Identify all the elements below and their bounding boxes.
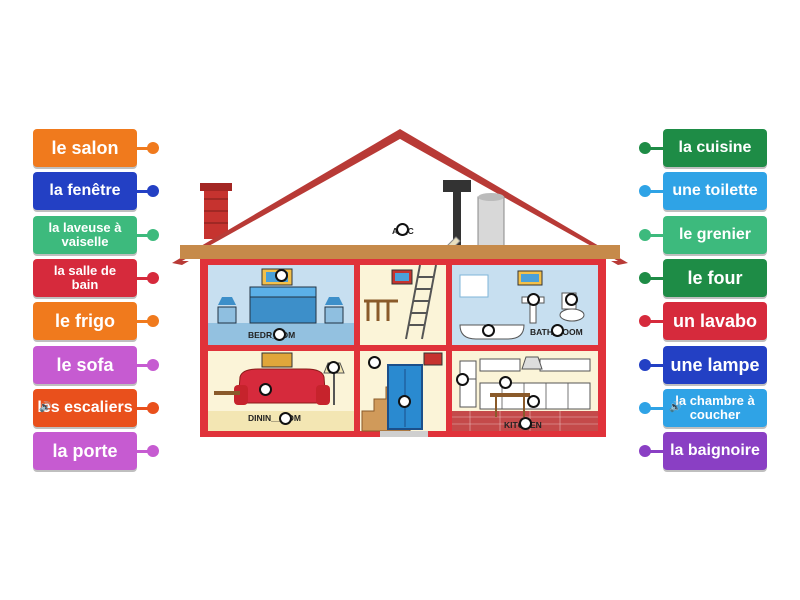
connector-knob[interactable] [639, 359, 651, 371]
label-text: la porte [52, 440, 118, 461]
dining-label: DININ__OOM [248, 413, 301, 423]
connector-line [137, 407, 151, 410]
label-text: la laveuse à vaiselle [48, 220, 122, 249]
connector-line [137, 147, 151, 150]
left-label-tile[interactable]: la fenêtre [33, 172, 137, 210]
left-label-tile[interactable]: le salon [33, 129, 137, 167]
connector-knob[interactable] [147, 359, 159, 371]
drop-target-attic[interactable] [396, 223, 409, 236]
drop-target-bathroom-sink[interactable] [527, 293, 540, 306]
drop-target-bathtub[interactable] [482, 324, 495, 337]
bedroom-label: BEDR__OM [248, 330, 295, 340]
label-text: la chambre à coucher [675, 393, 755, 422]
connector-line [649, 277, 663, 280]
connector-line [649, 450, 663, 453]
label-text: une lampe [670, 354, 760, 375]
left-label-tile[interactable]: la salle de bain [33, 259, 137, 297]
connector-line [137, 190, 151, 193]
drop-target-dining-room[interactable] [279, 412, 292, 425]
connector-knob[interactable] [147, 445, 159, 457]
connector-knob[interactable] [639, 185, 651, 197]
connector-line [137, 364, 151, 367]
drop-target-bedroom-window[interactable] [275, 269, 288, 282]
right-label-tile[interactable]: un lavabo [663, 302, 767, 340]
label-text: les escaliers [37, 398, 133, 416]
label-text: la cuisine [678, 138, 752, 156]
drop-target-bedroom[interactable] [273, 328, 286, 341]
label-text: la fenêtre [49, 181, 121, 199]
connector-knob[interactable] [147, 185, 159, 197]
connector-knob[interactable] [147, 272, 159, 284]
chimney [204, 187, 228, 239]
drop-target-kitchen[interactable] [519, 417, 532, 430]
label-text: le four [687, 267, 743, 288]
right-label-tile[interactable]: la baignoire [663, 432, 767, 470]
connector-line [137, 234, 151, 237]
label-text: le frigo [54, 310, 115, 331]
label-text: un lavabo [672, 310, 757, 331]
connector-line [649, 234, 663, 237]
connector-line [649, 407, 663, 410]
right-label-tile[interactable]: une lampe [663, 346, 767, 384]
attic-floor [180, 245, 620, 259]
drop-target-kitchen-fridge[interactable] [456, 373, 469, 386]
right-label-tile[interactable]: le four [663, 259, 767, 297]
connector-knob[interactable] [147, 402, 159, 414]
drop-target-door[interactable] [398, 395, 411, 408]
left-label-tile[interactable]: le sofa [33, 346, 137, 384]
left-label-tile[interactable]: 🔊les escaliers [33, 389, 137, 427]
speaker-icon[interactable]: 🔊 [669, 402, 682, 413]
connector-knob[interactable] [147, 142, 159, 154]
left-label-tile[interactable]: le frigo [33, 302, 137, 340]
connector-knob[interactable] [639, 445, 651, 457]
connector-knob[interactable] [639, 229, 651, 241]
drop-target-bathroom-toilet[interactable] [565, 293, 578, 306]
connector-line [649, 190, 663, 193]
label-text: la salle de bain [53, 263, 117, 292]
connector-line [649, 147, 663, 150]
connector-line [137, 320, 151, 323]
connector-knob[interactable] [147, 229, 159, 241]
drop-target-dishwasher[interactable] [527, 395, 540, 408]
speaker-icon[interactable]: 🔊 [39, 402, 52, 413]
connector-knob[interactable] [639, 402, 651, 414]
left-label-tile[interactable]: la porte [33, 432, 137, 470]
label-text: la baignoire [670, 441, 760, 459]
drop-target-kitchen-oven[interactable] [499, 376, 512, 389]
right-label-tile[interactable]: une toilette [663, 172, 767, 210]
right-label-tile[interactable]: le grenier [663, 216, 767, 254]
connector-knob[interactable] [639, 272, 651, 284]
connector-line [137, 450, 151, 453]
connector-knob[interactable] [147, 315, 159, 327]
connector-knob[interactable] [639, 315, 651, 327]
label-text: le grenier [678, 225, 752, 243]
drop-target-lamp[interactable] [327, 361, 340, 374]
connector-line [649, 320, 663, 323]
connector-line [649, 364, 663, 367]
right-label-tile[interactable]: 🔊la chambre à coucher [663, 389, 767, 427]
drop-target-bathroom[interactable] [551, 324, 564, 337]
label-text: le salon [51, 137, 119, 158]
right-label-tile[interactable]: la cuisine [663, 129, 767, 167]
drop-target-stairs[interactable] [368, 356, 381, 369]
label-text: une toilette [672, 181, 758, 199]
connector-line [137, 277, 151, 280]
connector-knob[interactable] [639, 142, 651, 154]
drop-target-sofa[interactable] [259, 383, 272, 396]
left-label-tile[interactable]: la laveuse à vaiselle [33, 216, 137, 254]
label-text: le sofa [56, 354, 114, 375]
